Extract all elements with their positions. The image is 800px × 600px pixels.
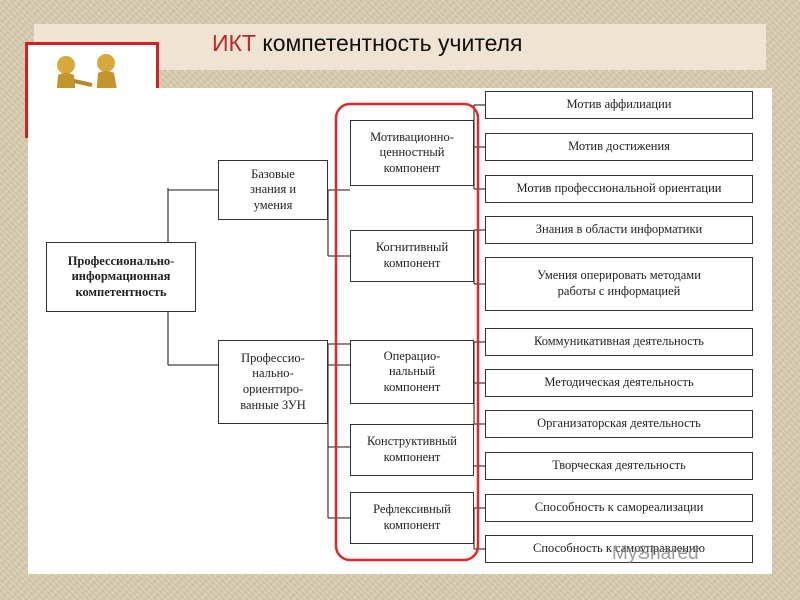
- page-title: ИКТ компетентность учителя: [212, 30, 523, 57]
- leaf-achievement-motive: Мотив достижения: [485, 133, 753, 161]
- highlight-frame: [334, 102, 480, 562]
- leaf-informatics-knowledge: Знания в области информатики: [485, 216, 753, 244]
- leaf-affiliation-motive: Мотив аффилиации: [485, 91, 753, 119]
- component-cognitive: Когнитивный компонент: [350, 230, 474, 282]
- title-accent: ИКТ: [212, 30, 256, 56]
- leaf-information-methods-skills: Умения оперировать методами работы с инф…: [485, 257, 753, 311]
- leaf-self-management-ability: Способность к самоуправлению: [485, 535, 753, 563]
- component-reflexive: Рефлексивный компонент: [350, 492, 474, 544]
- group-basic: Базовые знания и умения: [218, 160, 328, 220]
- leaf-organizational-activity: Организаторская деятельность: [485, 410, 753, 438]
- leaf-methodical-activity: Методическая деятельность: [485, 369, 753, 397]
- watermark: MyShared: [612, 543, 699, 564]
- leaf-self-realization-ability: Способность к самореализации: [485, 494, 753, 522]
- component-motivational: Мотивационно- ценностный компонент: [350, 120, 474, 186]
- title-rest: компетентность учителя: [255, 30, 523, 56]
- leaf-communicative-activity: Коммуникативная деятельность: [485, 328, 753, 356]
- root-node: Профессионально- информационная компетен…: [46, 242, 196, 312]
- leaf-professional-orientation-motive: Мотив профессиональной ориентации: [485, 175, 753, 203]
- component-constructive: Конструктивный компонент: [350, 424, 474, 476]
- leaf-creative-activity: Творческая деятельность: [485, 452, 753, 480]
- component-operational: Операцио- нальный компонент: [350, 340, 474, 404]
- group-professional: Профессио- нально- ориентиро- ванные ЗУН: [218, 340, 328, 424]
